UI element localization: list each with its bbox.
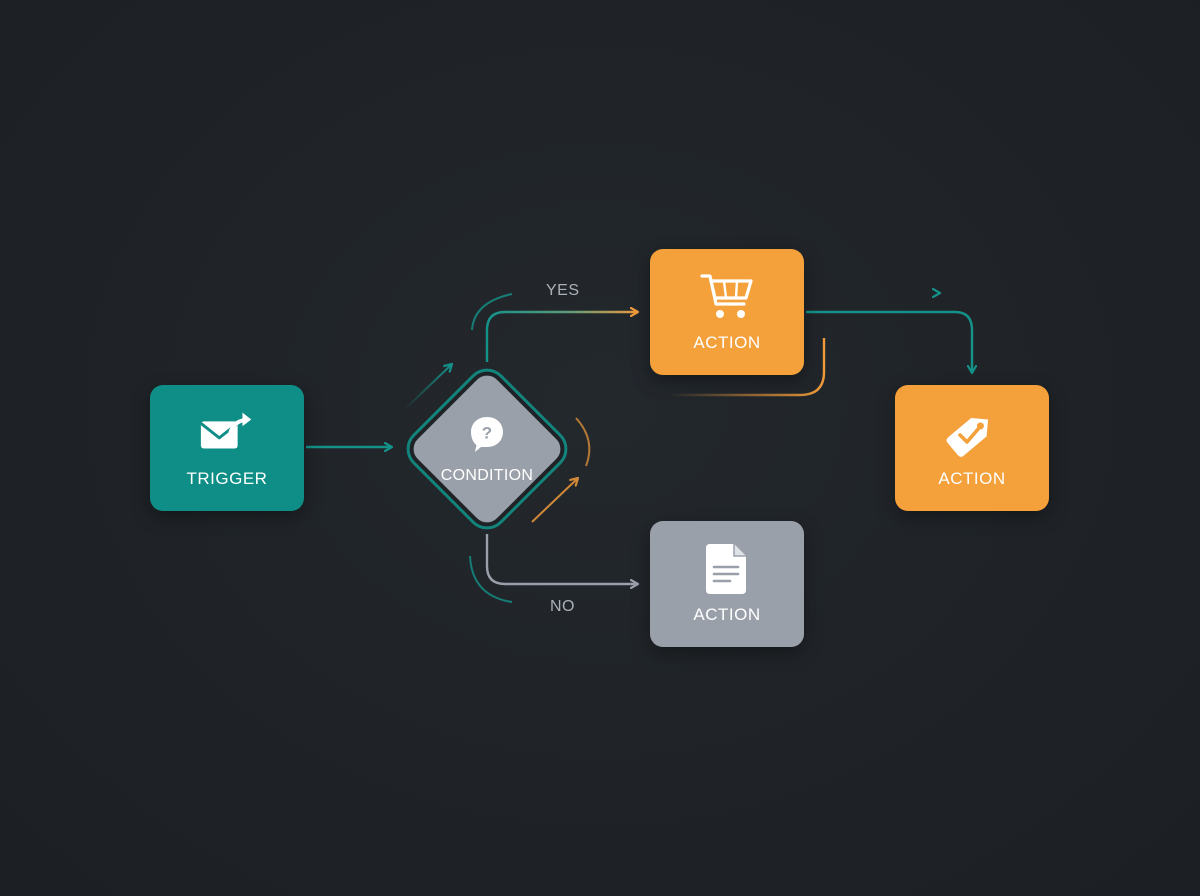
trigger-label: TRIGGER <box>186 469 268 488</box>
action-tag-label: ACTION <box>938 469 1006 488</box>
edge-cart-tag <box>806 310 972 373</box>
trigger-node[interactable]: TRIGGER <box>150 385 304 511</box>
edge-motion-streak <box>531 478 578 523</box>
edge-motion-streak <box>668 338 826 397</box>
action-cart-label: ACTION <box>693 333 761 352</box>
tag-check-icon <box>942 407 1002 459</box>
shopping-cart-icon <box>697 271 757 323</box>
action-node-document[interactable]: ACTION <box>650 521 804 647</box>
edge-yes <box>485 312 638 362</box>
document-icon <box>697 543 757 595</box>
edge-motion-streak <box>403 364 452 411</box>
question-bubble-icon: ? <box>467 414 507 459</box>
edge-no <box>485 534 638 584</box>
email-forward-icon <box>197 407 257 459</box>
action-node-cart[interactable]: ACTION <box>650 249 804 375</box>
condition-label: CONDITION <box>440 466 534 484</box>
edge-motion-streak <box>575 417 591 467</box>
svg-text:?: ? <box>482 423 492 442</box>
action-node-tag[interactable]: ACTION <box>895 385 1049 511</box>
edge-motion-streak <box>471 293 513 331</box>
action-document-label: ACTION <box>693 605 761 624</box>
edge-motion-streak <box>469 555 513 603</box>
edge-label-no: NO <box>550 598 575 615</box>
condition-node[interactable]: ? CONDITION <box>397 359 577 539</box>
edge-label-yes: YES <box>546 282 580 299</box>
